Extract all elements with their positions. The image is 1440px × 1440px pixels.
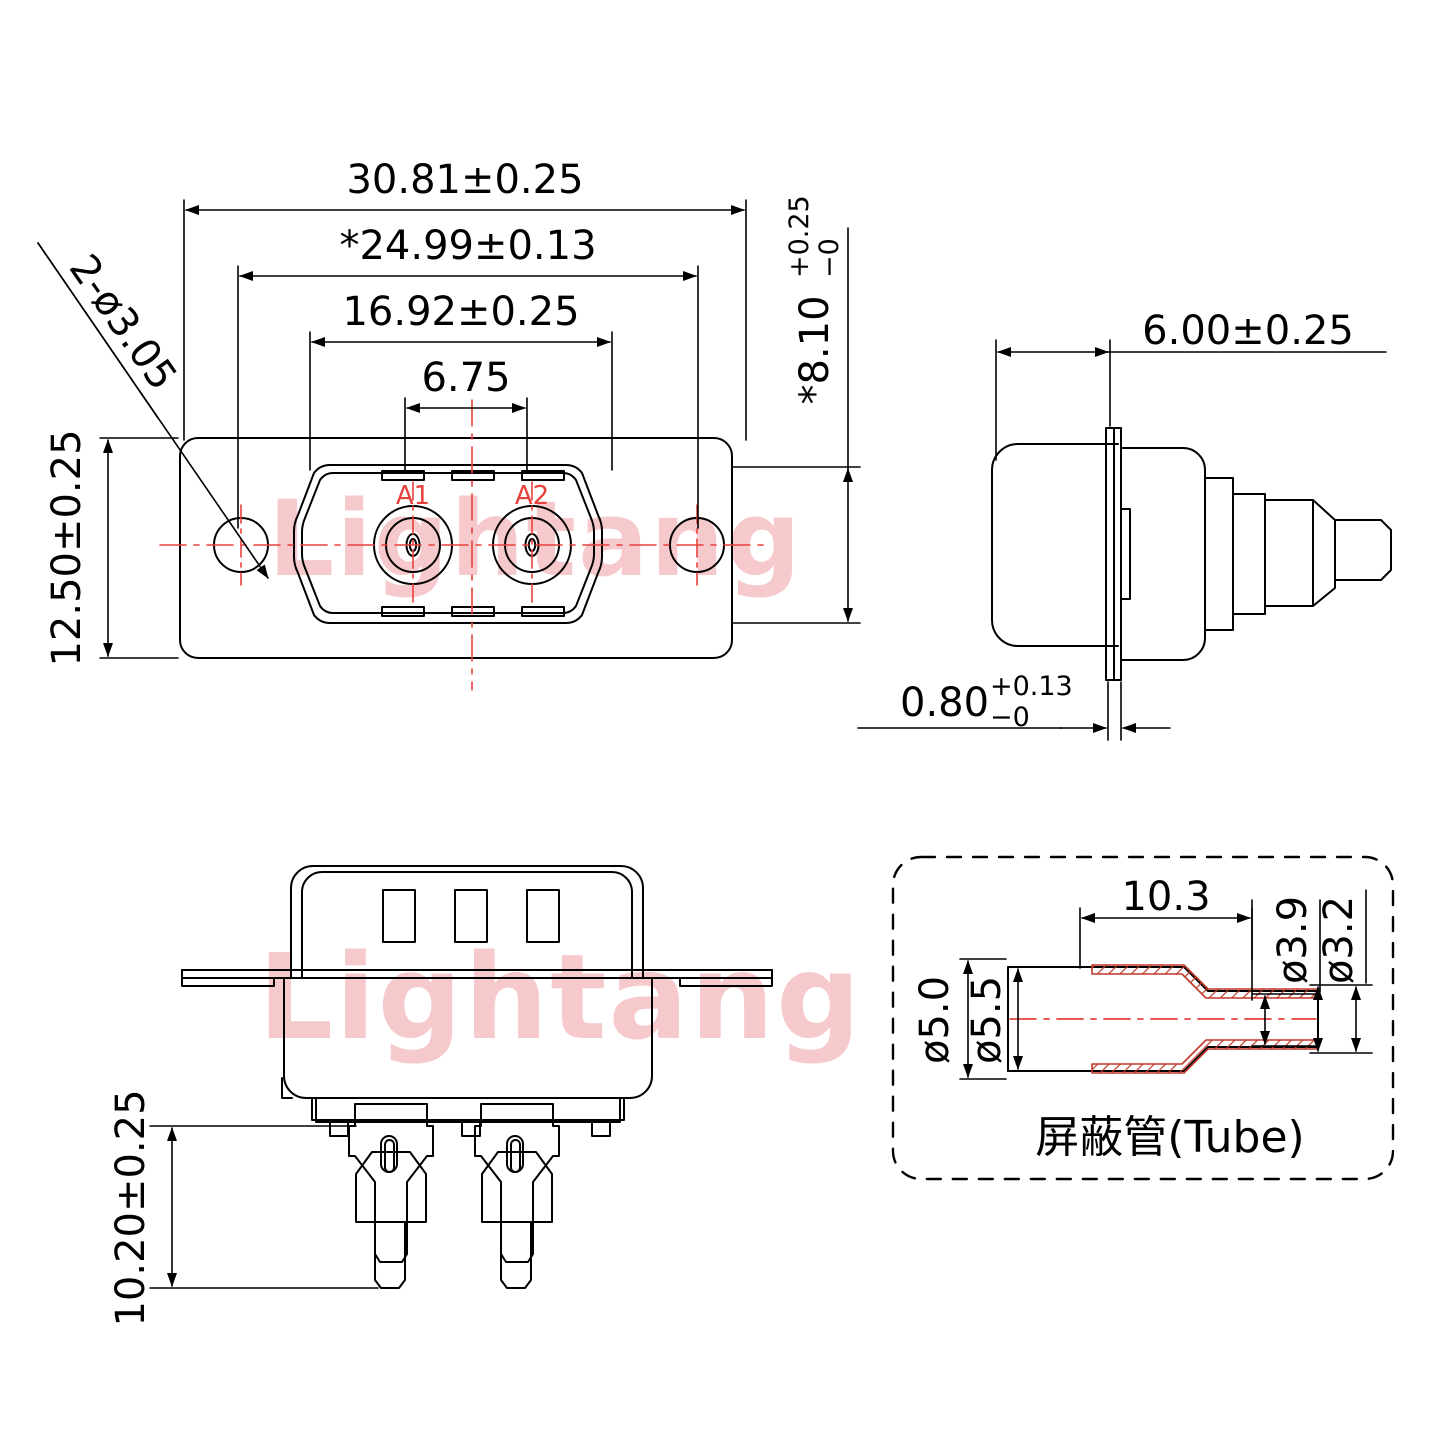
dim-flange-thickness: 0.80	[900, 680, 989, 726]
tube-detail-caption: 屏蔽管(Tube)	[1035, 1112, 1304, 1163]
dim-tube-inner-small: ø3.2	[1316, 896, 1362, 984]
side-dimension-lines	[857, 339, 1387, 741]
contact-label-a2: A2	[515, 481, 549, 511]
dim-shell-height-upper: +0.25	[784, 195, 815, 278]
front-dimension-lines	[37, 199, 861, 659]
tube-detail-frame	[891, 855, 1395, 1181]
dim-tube-outer-large: ø5.0	[912, 976, 958, 1064]
dim-shell-width: 16.92±0.25	[342, 289, 579, 335]
dim-shell-height: *8.10	[792, 295, 838, 404]
front-centerlines	[159, 399, 771, 691]
dim-overall-width: 30.81±0.25	[346, 157, 583, 203]
side-view-body	[991, 427, 1392, 681]
dim-flange-thickness-lower: −0	[990, 702, 1030, 733]
dim-tube-inner-large: ø5.5	[964, 976, 1010, 1064]
dim-flange-thickness-upper: +0.13	[990, 671, 1073, 702]
dim-overall-height: 12.50±0.25	[44, 429, 90, 666]
dim-hole-callout: 2-ø3.05	[60, 247, 186, 399]
tube-dimension-lines	[959, 889, 1373, 1080]
dim-pin-length: 10.20±0.25	[108, 1089, 154, 1326]
front-shell-notches	[381, 470, 565, 617]
dim-contact-pitch: 6.75	[421, 355, 510, 401]
front-dshell	[293, 464, 603, 624]
dim-tube-outer-small: ø3.9	[1270, 896, 1316, 984]
dim-shell-height-lower: −0	[814, 238, 845, 278]
bottom-view-pins	[348, 1103, 560, 1289]
dim-mounting-hole-span: *24.99±0.13	[339, 223, 596, 269]
contact-label-a1: A1	[396, 481, 430, 511]
dim-body-depth: 6.00±0.25	[1142, 308, 1354, 354]
bottom-dimension-lines	[149, 1125, 379, 1289]
dim-tube-length: 10.3	[1121, 874, 1210, 920]
bottom-view-body	[181, 865, 773, 1137]
